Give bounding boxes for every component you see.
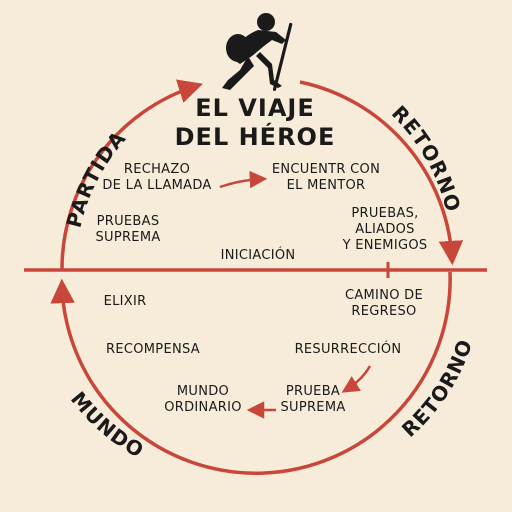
diagram-title: EL VIAJE DEL HÉROE	[174, 94, 336, 151]
cycle-arc-lower	[50, 271, 452, 475]
arrow-resurreccion-to-prueba	[341, 365, 372, 393]
cycle-arc-upper-right	[299, 80, 464, 266]
stage-rechazo-llamada: RECHAZO DE LA LLAMADA	[102, 162, 212, 193]
stage-mundo-ordinario: MUNDO ORDINARIO	[164, 384, 242, 415]
center-label-iniciacion: INICIACIÓN	[220, 248, 296, 263]
stage-camino-regreso: CAMINO DE REGRESO	[344, 288, 424, 319]
stage-resurreccion: RESURRECCIÓN	[294, 342, 402, 357]
stage-encuentro-mentor: ENCUENTR CON EL MENTOR	[271, 162, 381, 193]
stage-pruebas-aliados-enemigos: PRUEBAS, ALIADOS Y ENEMIGOS	[342, 206, 428, 253]
stage-prueba-suprema: PRUEBA SUPREMA	[280, 384, 346, 415]
section-label-mundo: MUNDO	[66, 387, 148, 463]
stage-pruebas-suprema: PRUEBAS SUPREMA	[95, 214, 161, 245]
stage-elixir: ELIXIR	[103, 294, 147, 309]
arrow-rechazo-to-encuentro	[219, 170, 268, 189]
section-label-retorno-top: RETORNO	[387, 101, 465, 215]
cycle-arc-upper-left	[60, 79, 204, 271]
hiker-with-staff-icon	[222, 13, 293, 91]
stage-recompensa: RECOMPENSA	[106, 342, 200, 357]
